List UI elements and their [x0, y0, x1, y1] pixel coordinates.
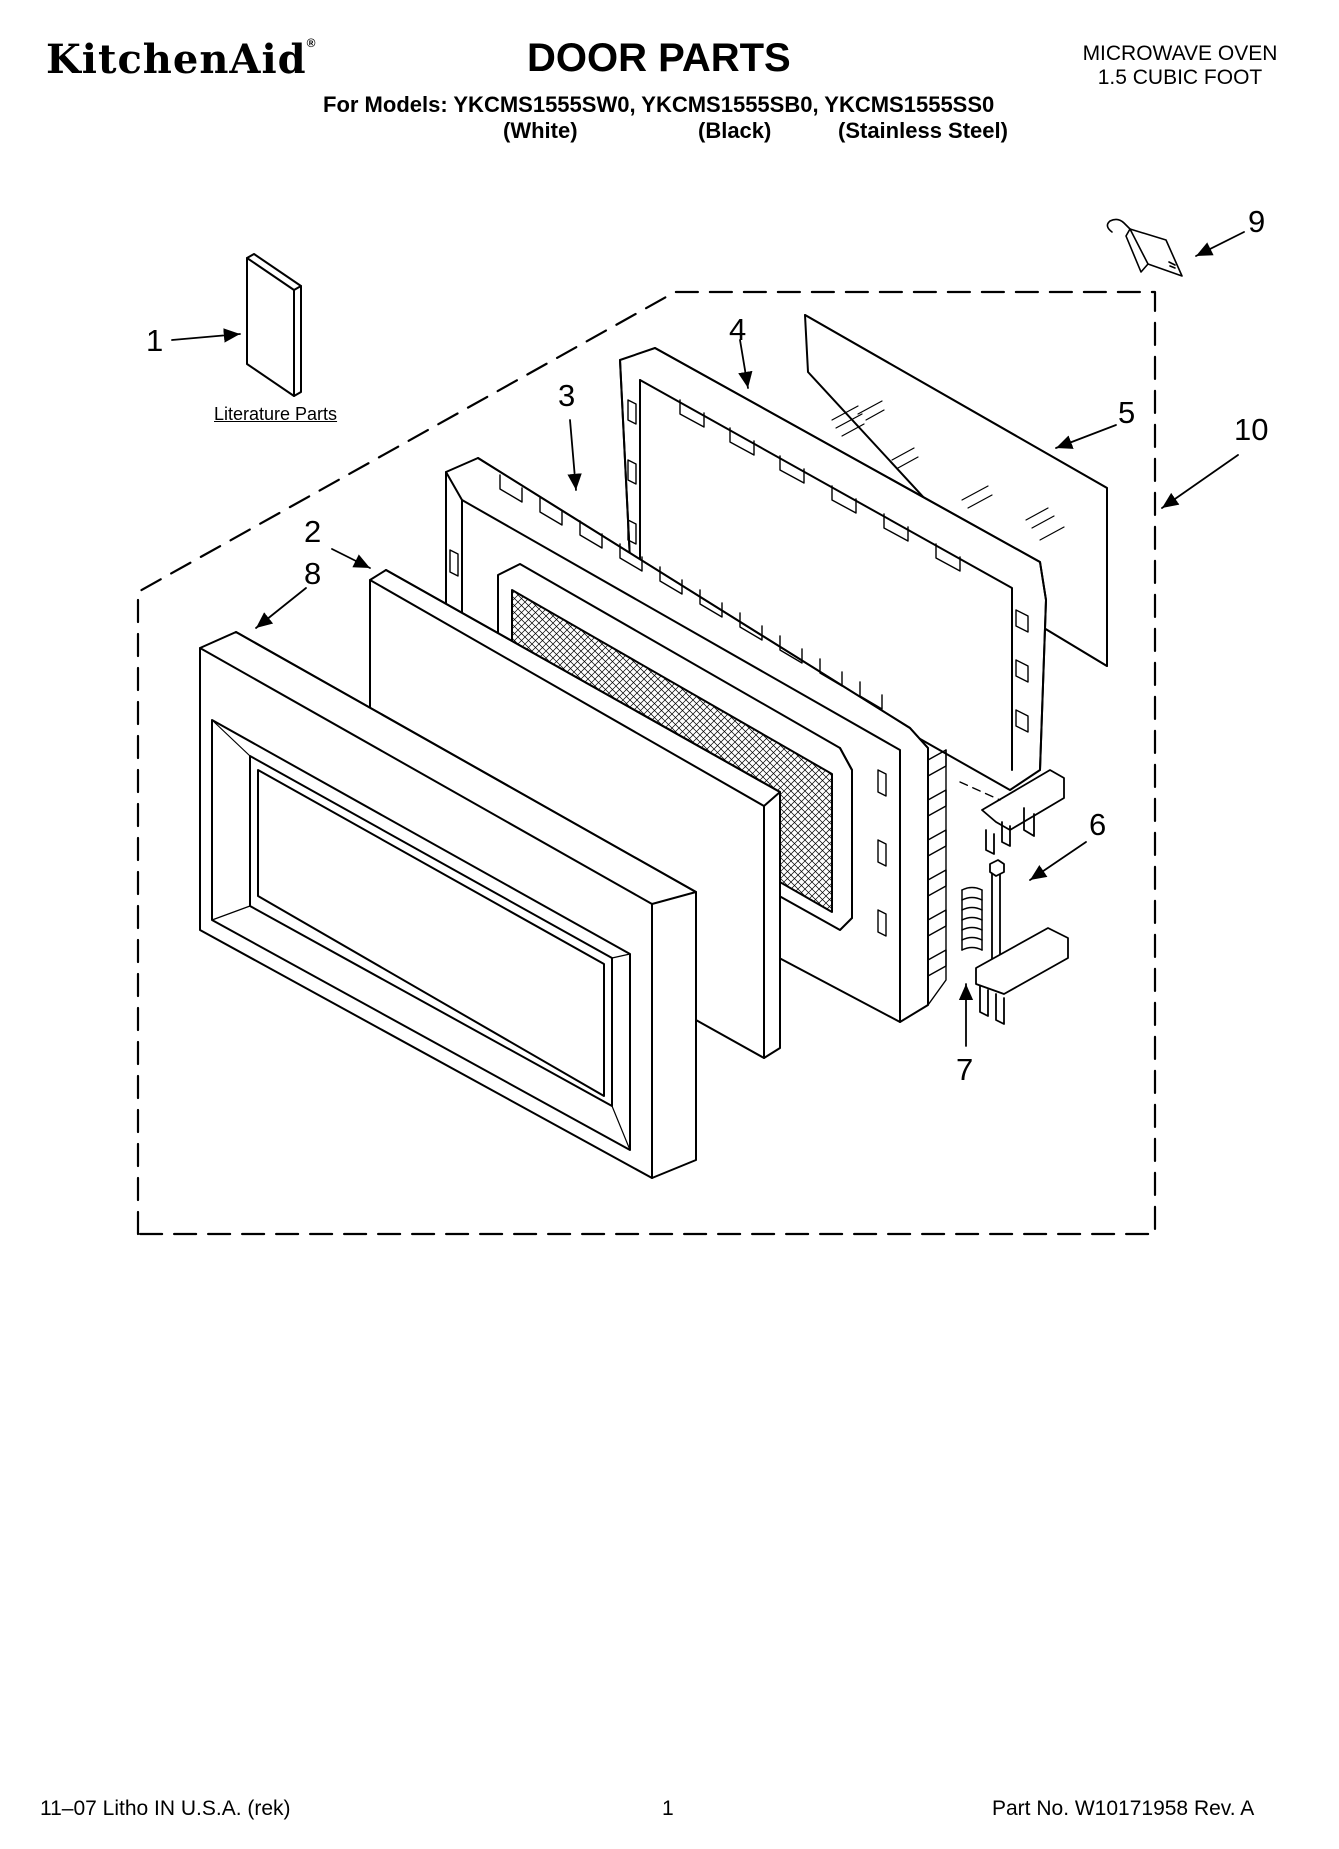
product-description: MICROWAVE OVEN 1.5 CUBIC FOOT [1040, 42, 1320, 90]
leader-lines [171, 231, 1245, 1047]
callout-9: 9 [1248, 204, 1266, 239]
kitchenaid-logo: KitchenAid® [46, 36, 316, 83]
latch-spring [961, 886, 983, 951]
callout-3: 3 [558, 378, 576, 413]
registered-mark: ® [306, 36, 317, 50]
callout-7: 7 [956, 1052, 974, 1087]
footer-litho: 11–07 Litho IN U.S.A. (rek) [40, 1797, 291, 1820]
callout-8: 8 [304, 556, 322, 591]
variant-stainless: (Stainless Steel) [838, 118, 1008, 143]
product-line-2: 1.5 CUBIC FOOT [1097, 66, 1263, 89]
page-title: DOOR PARTS [527, 36, 791, 80]
model-list: For Models: YKCMS1555SW0, YKCMS1555SB0, … [323, 92, 995, 117]
footer-page-number: 1 [662, 1797, 674, 1820]
variant-black: (Black) [698, 118, 772, 143]
callout-6: 6 [1089, 807, 1107, 842]
assembly-boundary [136, 290, 1157, 1236]
brand-text: KitchenAid [46, 36, 307, 83]
door-frame [619, 347, 1047, 791]
callout-5: 5 [1118, 395, 1136, 430]
callout-4: 4 [729, 312, 747, 347]
callout-2: 2 [304, 514, 322, 549]
literature-booklet [246, 253, 302, 397]
literature-parts-label: Literature Parts [214, 404, 338, 424]
hinge-clip [1106, 218, 1183, 277]
callout-1: 1 [146, 323, 164, 358]
door-front [199, 631, 697, 1179]
callout-10: 10 [1234, 412, 1269, 447]
footer-part-number: Part No. W10171958 Rev. A [992, 1797, 1255, 1820]
product-line-1: MICROWAVE OVEN [1082, 42, 1278, 65]
door-latch [959, 769, 1069, 1025]
variant-white: (White) [503, 118, 578, 143]
